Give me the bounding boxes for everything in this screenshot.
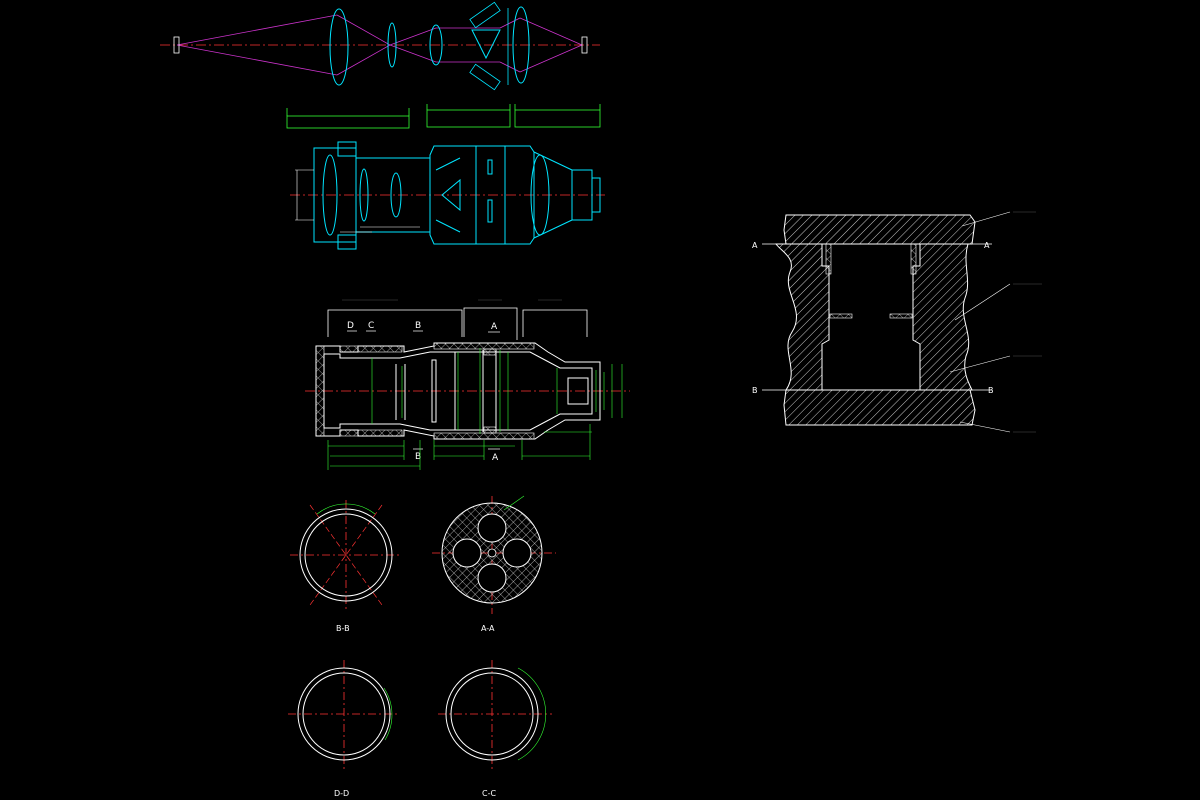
field-lens	[387, 22, 397, 68]
section-view-bb: B-B	[290, 500, 402, 633]
section-markers: D C B A B A	[347, 321, 500, 463]
top-plate	[783, 214, 976, 245]
marker-d-top: D	[347, 321, 354, 331]
marker-b-bottom: B	[415, 452, 421, 462]
left-wall	[774, 243, 830, 391]
marker-a-top: A	[491, 322, 498, 332]
length-dimension-boxes	[286, 104, 601, 129]
detail-a-left: A	[752, 241, 758, 250]
section-label-aa: A-A	[481, 624, 495, 633]
prism	[471, 29, 501, 60]
bottom-plate	[783, 389, 976, 426]
light-rays	[176, 14, 583, 76]
section-label-bb: B-B	[336, 624, 350, 633]
detail-b-right: B	[988, 386, 994, 395]
lens-assembly	[290, 141, 605, 250]
objective-lens	[329, 8, 349, 86]
detail-b-left: B	[752, 386, 758, 395]
section-view-cc: C-C	[438, 660, 552, 798]
right-wall	[912, 243, 973, 391]
image-plane	[581, 36, 588, 54]
section-label-dd: D-D	[334, 789, 349, 798]
marker-a-bottom: A	[492, 453, 499, 463]
mirror-lower	[469, 63, 501, 91]
optical-ray-diagram	[160, 1, 600, 91]
section-label-cc: C-C	[482, 789, 496, 798]
eyecup	[591, 177, 601, 213]
dimension-box-2	[426, 109, 511, 128]
housing-inner-wall	[323, 351, 593, 431]
detail-view: A A B B	[752, 211, 1042, 433]
relay-lens	[429, 24, 443, 66]
section-view-dd: D-D	[288, 660, 400, 798]
section-dimensions	[327, 348, 623, 470]
object-plane	[173, 36, 180, 54]
mirror-upper	[469, 1, 501, 29]
marker-c-top: C	[368, 321, 374, 331]
marker-b-top: B	[415, 321, 421, 331]
dimension-box-3	[514, 109, 601, 128]
prism-housing	[429, 145, 535, 245]
cell-flange-top	[337, 141, 357, 157]
cell-flange-bottom	[337, 234, 357, 250]
section-view-aa: A-A	[432, 495, 556, 633]
assembly-section: D C B A B A	[305, 299, 630, 470]
detail-a-right: A	[984, 241, 990, 250]
eyepiece-lens	[512, 6, 530, 84]
dimension-box-1	[286, 115, 410, 129]
